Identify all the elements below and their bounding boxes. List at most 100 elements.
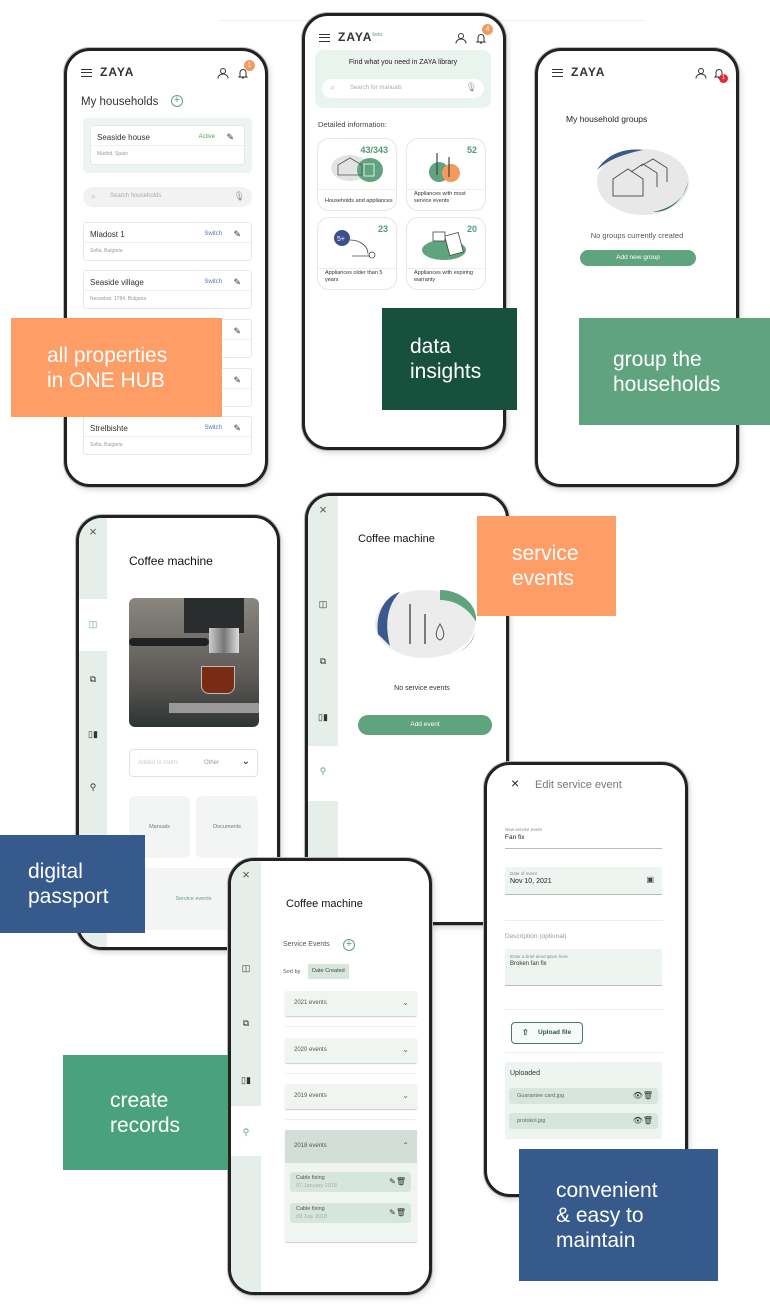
accordion-2018[interactable]: 2018 events ⌃ Cable fixing 07 January 20…	[285, 1130, 417, 1242]
description-textarea[interactable]: Enter a brief description here Broken fa…	[505, 949, 662, 986]
add-new-group-button[interactable]: Add new group	[580, 250, 696, 266]
overview-icon[interactable]: ◫	[88, 619, 98, 629]
accordion-2019[interactable]: 2019 events⌄	[285, 1084, 417, 1109]
caption-line: digital	[28, 860, 83, 883]
accordion-2021[interactable]: 2021 events⌄	[285, 991, 417, 1016]
insight-tile-households[interactable]: 43/343 Households and appliances	[317, 138, 397, 211]
search-households-input[interactable]: ⌕ Search households 🎙	[83, 187, 252, 207]
caption-line: create	[110, 1088, 169, 1112]
close-icon[interactable]: ×	[319, 502, 327, 517]
tools-illustration	[429, 153, 460, 182]
divider	[318, 189, 396, 190]
close-icon[interactable]: ×	[511, 775, 520, 791]
edit-icon[interactable]: ✎	[233, 326, 241, 336]
edit-icon[interactable]: ✎	[233, 375, 241, 385]
active-household-card[interactable]: Seaside house Active ✎ Madrid, Spain	[90, 125, 245, 165]
menu-icon[interactable]	[552, 69, 563, 77]
close-icon[interactable]: ×	[89, 524, 97, 539]
add-event-button[interactable]: Add event	[358, 715, 492, 735]
sort-label: Sort by	[283, 969, 301, 975]
caption-line: group the	[613, 347, 702, 371]
field-value: Fan fix	[505, 834, 525, 841]
microphone-icon[interactable]: 🎙	[465, 82, 477, 92]
user-icon[interactable]	[217, 67, 229, 79]
accordion-2020[interactable]: 2020 events⌄	[285, 1038, 417, 1063]
search-manuals-input[interactable]: ⌕ Search for manuals 🎙	[322, 79, 484, 98]
edit-icon[interactable]: ✎	[233, 229, 241, 239]
calendar-icon[interactable]: ▣	[646, 875, 654, 884]
tile-label: Households and appliances	[325, 198, 393, 204]
uploaded-file[interactable]: protokol.jpg 👁🗑	[509, 1113, 658, 1129]
documents-icon[interactable]: ⧉	[319, 656, 327, 666]
description-title: Description (optional)	[505, 933, 567, 940]
switch-link[interactable]: Switch	[204, 231, 222, 237]
switch-link[interactable]: Switch	[204, 279, 222, 285]
field-value: Nov 10, 2021	[510, 878, 552, 885]
household-card[interactable]: Mladost 1 Switch ✎ Sofia, Bulgaria	[83, 222, 252, 261]
uploaded-file[interactable]: Guarantee card.jpg 👁🗑	[509, 1088, 658, 1104]
manual-icon[interactable]: ▯▮	[318, 712, 328, 722]
close-icon[interactable]: ×	[242, 867, 250, 882]
add-household-icon[interactable]: +	[171, 95, 183, 107]
wrench-icon[interactable]: ⚲	[319, 766, 327, 776]
accordion-label: 2019 events	[294, 1093, 327, 1099]
edit-delete-icons[interactable]: ✎🗑	[389, 1177, 406, 1186]
houses-illustration	[597, 149, 689, 215]
menu-icon[interactable]	[81, 69, 92, 77]
edit-icon[interactable]: ✎	[233, 277, 241, 287]
notification-badge: 1	[719, 74, 728, 83]
room-select[interactable]: Added in room: Other ⌄	[129, 749, 258, 777]
chevron-down-icon: ⌄	[241, 756, 250, 767]
library-panel: Find what you need in ZAYA library ⌕ Sea…	[315, 50, 491, 108]
view-delete-icons[interactable]: 👁🗑	[632, 1116, 653, 1125]
manuals-tile[interactable]: Manuals	[129, 796, 190, 858]
field-label: Enter a brief description here	[510, 954, 568, 959]
wrench-icon[interactable]: ⚲	[242, 1127, 250, 1137]
file-name: protokol.jpg	[517, 1118, 546, 1124]
user-icon[interactable]	[455, 32, 467, 44]
search-placeholder: Search for manuals	[350, 85, 403, 91]
upload-file-button[interactable]: ⇧ Upload file	[511, 1022, 583, 1044]
event-date: 09 July 2018	[296, 1214, 328, 1220]
caption-line: insights	[410, 360, 482, 383]
room-value: Other	[204, 760, 220, 766]
event-name-field[interactable]: New service event Fan fix	[505, 827, 662, 849]
insight-tile-service-events[interactable]: 52 Appliances with most service events	[406, 138, 486, 211]
documents-tile[interactable]: Documents	[196, 796, 258, 858]
add-event-icon[interactable]: +	[343, 939, 355, 951]
edit-delete-icons[interactable]: ✎🗑	[389, 1208, 406, 1217]
wrench-icon[interactable]: ⚲	[89, 782, 97, 792]
household-location: Nessebar, 1784, Bulgaria	[90, 296, 147, 302]
service-event-item[interactable]: Cable fixing 07 January 2018 ✎🗑	[290, 1172, 411, 1192]
edit-icon[interactable]: ✎	[233, 423, 241, 433]
date-field[interactable]: Date of event Nov 10, 2021 ▣	[505, 867, 662, 895]
overview-icon[interactable]: ◫	[318, 599, 328, 609]
user-icon[interactable]	[695, 67, 707, 79]
section-title: Detailed information:	[318, 120, 387, 129]
tile-label: Appliances older than 5 years	[325, 270, 383, 283]
household-location: Sofia, Bulgaria	[90, 248, 123, 254]
service-illustration	[375, 590, 477, 658]
menu-icon[interactable]	[319, 34, 330, 42]
switch-link[interactable]: Switch	[204, 425, 222, 431]
bell-icon[interactable]	[475, 32, 487, 44]
divider	[505, 1009, 663, 1010]
view-delete-icons[interactable]: 👁🗑	[632, 1091, 653, 1100]
household-card[interactable]: Strelbishte Switch ✎ Sofia, Bulgaria	[83, 416, 252, 455]
edit-icon[interactable]: ✎	[226, 132, 234, 142]
documents-icon[interactable]: ⧉	[242, 1018, 250, 1028]
household-name: Seaside village	[90, 278, 144, 287]
household-card[interactable]: Seaside village Switch ✎ Nessebar, 1784,…	[83, 270, 252, 309]
sort-chip[interactable]: Date Created	[308, 964, 349, 979]
bell-icon[interactable]	[237, 67, 249, 79]
overview-icon[interactable]: ◫	[241, 963, 251, 973]
documents-icon[interactable]: ⧉	[89, 674, 97, 684]
divider	[285, 1026, 415, 1027]
caption-line: events	[512, 567, 574, 590]
manual-icon[interactable]: ▯▮	[88, 729, 98, 739]
insight-tile-old-appliances[interactable]: 5+ 23 Appliances older than 5 years	[317, 217, 397, 290]
manual-icon[interactable]: ▯▮	[241, 1075, 251, 1085]
microphone-icon[interactable]: 🎙	[233, 191, 245, 201]
insight-tile-warranty[interactable]: 20 Appliances with expiring warranty	[406, 217, 486, 290]
service-event-item[interactable]: Cable fixing 09 July 2018 ✎🗑	[290, 1203, 411, 1223]
